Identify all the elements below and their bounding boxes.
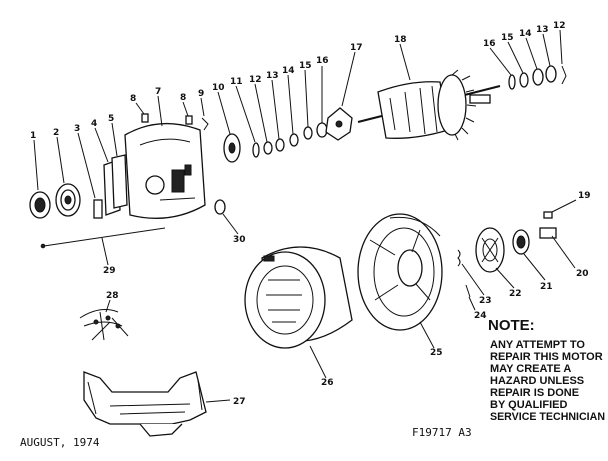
part-18-rotor	[357, 69, 501, 141]
part-10-bearing-plate	[223, 133, 241, 163]
callout-20: 20	[576, 269, 589, 279]
part-9-clip	[201, 117, 209, 131]
callout-8b: 8	[180, 93, 186, 103]
part-26-stator-shell	[244, 246, 353, 349]
part-29-through-bolt	[40, 227, 166, 249]
callout-29: 29	[103, 266, 116, 276]
part-27-base-bracket	[83, 371, 207, 437]
callout-14a: 14	[282, 66, 295, 76]
part-6-screw	[141, 113, 149, 123]
callout-22: 22	[509, 289, 522, 299]
part-1-washer	[29, 191, 51, 219]
part-28-wire-leads	[79, 309, 129, 341]
callout-30: 30	[233, 235, 246, 245]
part-19-brush	[543, 211, 553, 219]
callout-17: 17	[350, 43, 363, 53]
callout-2: 2	[53, 128, 59, 138]
callout-3: 3	[74, 124, 80, 134]
callout-12a: 12	[249, 75, 262, 85]
note-line-4: HAZARD UNLESS	[490, 375, 584, 387]
callout-4: 4	[91, 119, 97, 129]
callout-10: 10	[212, 83, 225, 93]
part-21-bearing	[512, 229, 530, 255]
callout-9: 9	[198, 89, 204, 99]
callout-1: 1	[30, 131, 36, 141]
callout-15a: 15	[299, 61, 312, 71]
part-24-pin	[465, 284, 471, 298]
callout-8a: 8	[130, 94, 136, 104]
callout-5: 5	[108, 114, 114, 124]
callout-25: 25	[430, 348, 443, 358]
part-3-key	[93, 199, 103, 219]
parts-12-16-washers-right	[508, 65, 567, 90]
callout-11: 11	[230, 77, 243, 87]
callout-16b: 16	[483, 39, 496, 49]
callout-18: 18	[394, 35, 407, 45]
note-line-5: REPAIR IS DONE	[490, 387, 579, 399]
callout-14b: 14	[519, 29, 532, 39]
callout-numbers: 1 2 3 4 5 8 7 8 9 10 11 12 13 14 15 16 1…	[30, 21, 591, 407]
part-25-rear-housing	[357, 213, 443, 331]
note-line-3: MAY CREATE A	[490, 363, 571, 375]
note-line-2: REPAIR THIS MOTOR	[490, 351, 603, 363]
note-line-7: SERVICE TECHNICIAN	[490, 411, 605, 423]
part-17-fan	[325, 107, 353, 141]
callout-28: 28	[106, 291, 119, 301]
part-5-plate	[111, 154, 128, 209]
callout-19: 19	[578, 191, 591, 201]
note-line-1: ANY ATTEMPT TO	[490, 339, 585, 351]
callout-7: 7	[155, 87, 161, 97]
callout-23: 23	[479, 296, 492, 306]
footer-code: F19717 A3	[412, 426, 472, 439]
part-30-ring	[214, 199, 226, 215]
callout-26: 26	[321, 378, 334, 388]
part-20-brush-holder	[539, 227, 557, 239]
note-block: NOTE: ANY ATTEMPT TO REPAIR THIS MOTOR M…	[488, 317, 605, 423]
callout-27: 27	[233, 397, 246, 407]
note-title: NOTE:	[488, 317, 535, 334]
part-7-end-housing	[124, 122, 206, 219]
parts-11-16-washers-left	[252, 122, 328, 158]
part-2-pulley	[55, 183, 81, 217]
note-line-6: BY QUALIFIED	[490, 399, 567, 411]
callout-13a: 13	[266, 71, 279, 81]
callout-21: 21	[540, 282, 553, 292]
part-22-end-plate	[475, 227, 505, 273]
part-23-spring	[457, 249, 461, 267]
callout-12b: 12	[553, 21, 566, 31]
leader-lines	[33, 29, 577, 403]
callout-15b: 15	[501, 33, 514, 43]
part-8-screw	[185, 115, 193, 125]
footer-date: AUGUST, 1974	[20, 436, 100, 449]
callout-24: 24	[474, 311, 487, 321]
callout-13b: 13	[536, 25, 549, 35]
callout-16a: 16	[316, 56, 329, 66]
